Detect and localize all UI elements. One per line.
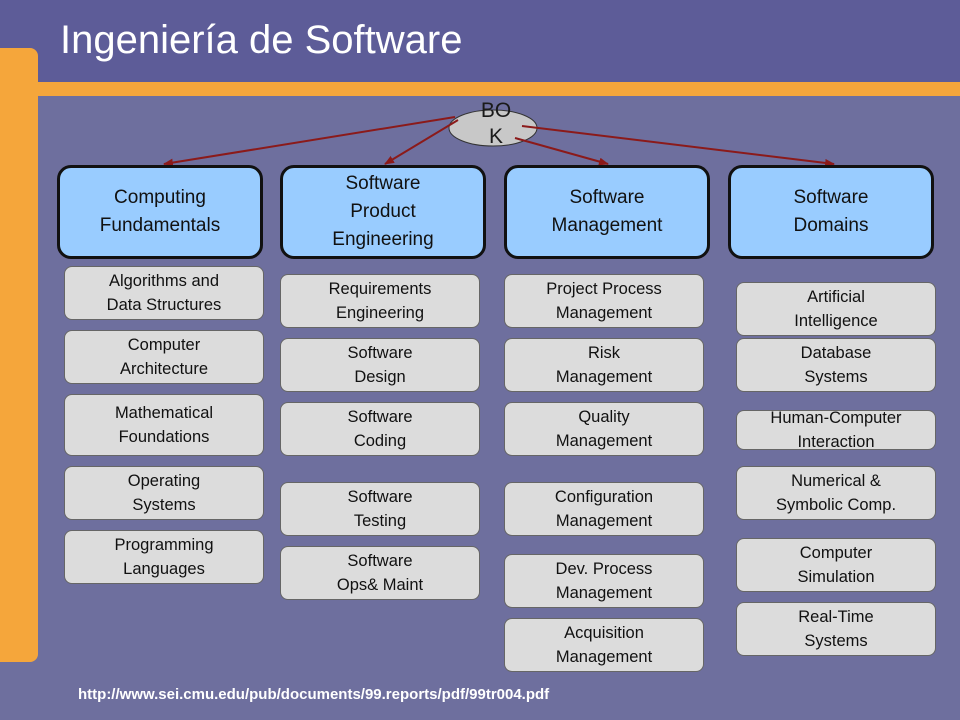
topic-algorithms-data-structures: Algorithms and Data Structures bbox=[64, 266, 264, 320]
bok-label: BO K bbox=[480, 99, 512, 148]
topic-software-ops-maint: Software Ops& Maint bbox=[280, 546, 480, 600]
slide-title: Ingeniería de Software bbox=[60, 18, 463, 62]
topic-requirements-engineering: Requirements Engineering bbox=[280, 274, 480, 328]
category-computing-fundamentals: Computing Fundamentals bbox=[57, 165, 263, 259]
topic-software-testing: Software Testing bbox=[280, 482, 480, 536]
category-software-management: Software Management bbox=[504, 165, 710, 259]
topic-configuration-management: Configuration Management bbox=[504, 482, 704, 536]
topic-operating-systems: Operating Systems bbox=[64, 466, 264, 520]
topic-mathematical-foundations: Mathematical Foundations bbox=[64, 394, 264, 456]
header-band bbox=[0, 0, 960, 82]
topic-dev-process-management: Dev. Process Management bbox=[504, 554, 704, 608]
topic-acquisition-management: Acquisition Management bbox=[504, 618, 704, 672]
topic-database-systems: Database Systems bbox=[736, 338, 936, 392]
accent-side-bar bbox=[0, 48, 38, 662]
topic-real-time-systems: Real-Time Systems bbox=[736, 602, 936, 656]
topic-computer-simulation: Computer Simulation bbox=[736, 538, 936, 592]
arrow-to-software-management bbox=[514, 137, 609, 166]
arrow-to-software-domains bbox=[521, 125, 835, 167]
category-software-domains: Software Domains bbox=[728, 165, 934, 259]
topic-risk-management: Risk Management bbox=[504, 338, 704, 392]
source-url[interactable]: http://www.sei.cmu.edu/pub/documents/99.… bbox=[78, 686, 550, 703]
category-software-product-engineering: Software Product Engineering bbox=[280, 165, 486, 259]
arrow-to-software-product-engineering bbox=[384, 119, 459, 165]
topic-project-process-management: Project Process Management bbox=[504, 274, 704, 328]
arrow-to-computing-fundamentals bbox=[163, 116, 456, 167]
topic-software-coding: Software Coding bbox=[280, 402, 480, 456]
topic-computer-architecture: Computer Architecture bbox=[64, 330, 264, 384]
topic-human-computer-interaction: Human-Computer Interaction bbox=[736, 409, 936, 451]
topic-programming-languages: Programming Languages bbox=[64, 530, 264, 584]
accent-top-bar bbox=[30, 82, 960, 96]
topic-numerical-symbolic-comp: Numerical & Symbolic Comp. bbox=[736, 466, 936, 520]
topic-quality-management: Quality Management bbox=[504, 402, 704, 456]
topic-artificial-intelligence: Artificial Intelligence bbox=[736, 282, 936, 336]
topic-software-design: Software Design bbox=[280, 338, 480, 392]
